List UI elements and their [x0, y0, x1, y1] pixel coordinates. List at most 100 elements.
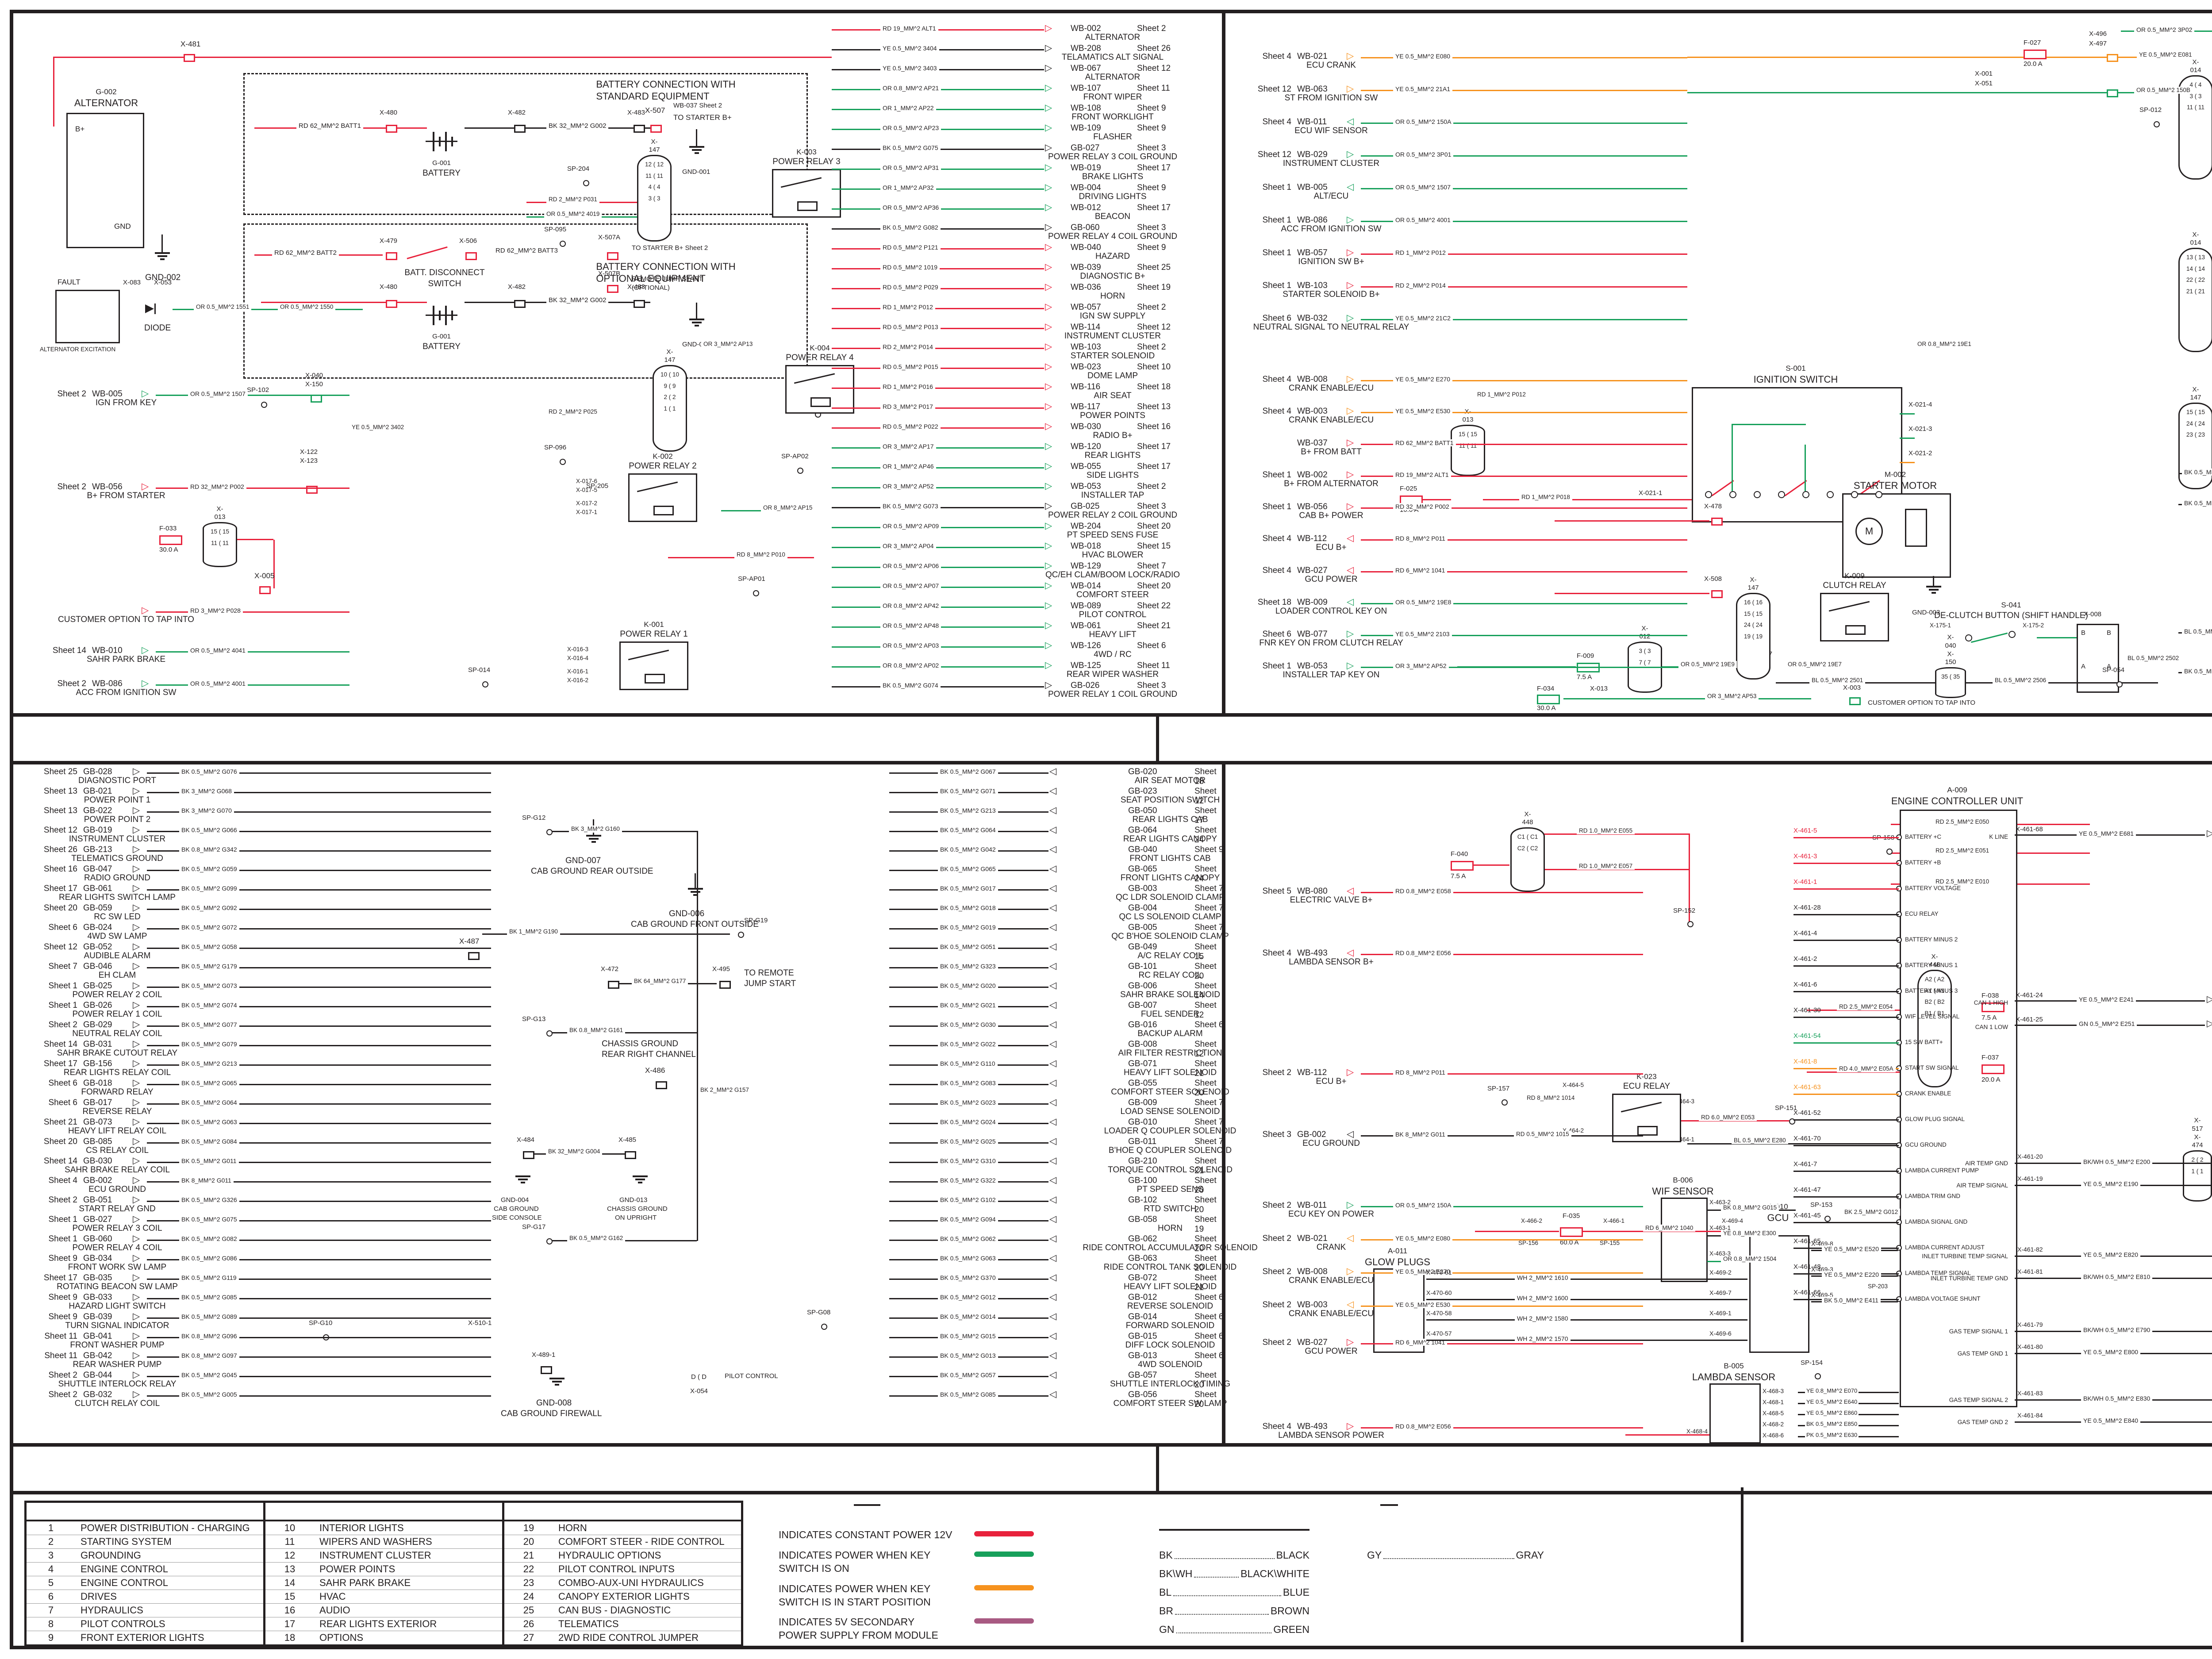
offpage-port: BK 0.5_MM^2 G024 GB-010 Sheet 7 LOADER Q… — [889, 1117, 1236, 1136]
sheet-description: PILOT CONTROLS — [81, 1618, 165, 1629]
sheet-number: 21 — [523, 1550, 534, 1561]
text-label — [1687, 92, 2165, 93]
sheet-table-row: 5 ENGINE CONTROL — [27, 1576, 263, 1590]
text-label: GND-008 — [536, 1398, 572, 1408]
port-id: GB-044 — [83, 1371, 112, 1380]
port-description: HAZARD LIGHT SWITCH — [69, 1302, 166, 1311]
sheet-description: HVAC — [319, 1591, 346, 1602]
port-description: ALTERNATOR — [1085, 73, 1141, 82]
port-id: WB-493 — [1297, 1422, 1328, 1431]
port-id: GB-029 — [83, 1020, 112, 1029]
offpage-port: Sheet 20 GB-059 BK 0.5_MM^2 G092 RC SW L… — [31, 902, 491, 922]
text-label: RD 2.5_MM^2 E010 — [1933, 878, 1992, 886]
sheet-number: 17 — [284, 1618, 296, 1629]
wire-label: BK 0.5_MM^2 G021 — [938, 1002, 998, 1009]
port-description: REAR LIGHTS CAB — [1132, 815, 1208, 824]
wire-label: RD 0.8_MM^2 E056 — [1393, 1423, 1453, 1430]
port-id: WB-103 — [1297, 281, 1328, 290]
port-description: BRAKE LIGHTS — [1082, 172, 1144, 181]
port-description: IGN SW SUPPLY — [1079, 311, 1146, 321]
port-sheet: Sheet 3 — [1137, 681, 1166, 690]
offpage-arrow-icon — [1049, 1311, 1056, 1322]
port-description: CAN 1 LOW — [2205, 1028, 2212, 1038]
gcu-pins: X-469-8 YE 0.5_MM^2 E520 X-469-3 YE 0.5_… — [1811, 1240, 1904, 1319]
wire-label: YE 0.5_MM^2 E270 — [1393, 376, 1453, 383]
sheet-description: TELEMATICS — [558, 1618, 619, 1629]
text-label — [1815, 1373, 1821, 1379]
text-label: X-480 — [380, 109, 398, 116]
offpage-arrow-icon — [133, 883, 140, 894]
text-label: RD 8_MM^2 1014 — [1525, 1094, 1577, 1102]
text-label — [1933, 576, 1934, 587]
offpage-port: Sheet 9 GB-039 BK 0.5_MM^2 G089 TURN SIG… — [31, 1311, 491, 1331]
port-id: GB-024 — [83, 923, 112, 932]
sheet-number: 1 — [48, 1522, 54, 1533]
port-id: WB-053 — [1071, 482, 1101, 491]
offpage-arrow-icon — [133, 1058, 140, 1069]
port-id: GB-025 — [1071, 502, 1100, 511]
connector-fragment: X-448 A2 ( A2 A1 ( A1 B2 ( B2 B1 ( B1 — [1917, 953, 1952, 1087]
text-label: RD 2_MM^2 P025 — [546, 408, 599, 416]
text-label — [560, 241, 566, 247]
wire — [147, 792, 491, 793]
wire-label: BK 0.5_MM^2 G057 — [938, 1371, 998, 1379]
text-label: GND-001 — [682, 168, 710, 176]
port-id: WB-011 — [1297, 1201, 1327, 1210]
legend-text: INDICATES POWER WHEN KEY SWITCH IS ON — [779, 1549, 931, 1574]
text-label — [625, 1151, 636, 1159]
port-sheet: Sheet 2 — [1262, 1201, 1292, 1210]
wire — [1361, 188, 1687, 189]
port-sheet: Sheet 6 — [1194, 1332, 1224, 1341]
text-label — [514, 300, 526, 308]
pin-id-2: X-469-7 — [1709, 1289, 1732, 1296]
port-sheet: Sheet 4 — [1262, 52, 1292, 61]
offpage-port: Sheet 12 GB-052 BK 0.5_MM^2 G058 AUDIBLE… — [31, 941, 491, 961]
text-label: SP-G10 — [309, 1319, 333, 1327]
offpage-arrow-icon — [1049, 1272, 1056, 1283]
offpage-port: Sheet 16 GB-047 BK 0.5_MM^2 G059 RADIO G… — [31, 864, 491, 883]
text-label — [607, 252, 618, 260]
port-id: WB-040 — [1071, 243, 1101, 252]
text-label: X-123 — [300, 457, 318, 465]
text-label: BL 0.5_MM^2 2506 — [1993, 677, 2049, 684]
port-description: CAB B+ POWER — [1299, 511, 1363, 520]
wire — [1361, 507, 1687, 509]
offpage-arrow-icon — [1045, 361, 1052, 372]
offpage-arrow-icon — [142, 605, 149, 616]
text-label: SP-153 — [1810, 1201, 1833, 1209]
sheet-number: 26 — [523, 1618, 534, 1629]
battery-symbol — [425, 303, 458, 328]
offpage-port: BK 0.5_MM^2 G015 GB-015 Sheet 6 DIFF LOC… — [889, 1331, 1224, 1350]
port-sheet: Sheet 2 — [1137, 342, 1166, 352]
wire-label: BK 0.5_MM^2 G065 — [938, 865, 998, 872]
port-description: POWER RELAY 1 COIL GROUND — [1048, 690, 1178, 699]
text-label: X-040 — [305, 372, 323, 379]
wire-label: BK 0.5_MM^2 G024 — [938, 1118, 998, 1125]
connector-fragment: X-147 12 ( 12 11 ( 11 4 ( 4 3 ( 3 — [637, 138, 672, 242]
port-id: GB-060 — [83, 1234, 112, 1244]
offpage-arrow-icon — [1049, 980, 1056, 991]
text-label: YE 0.5_MM^2 E081 — [2137, 51, 2194, 59]
text-label — [386, 125, 397, 133]
port-sheet: Sheet 12 — [1137, 323, 1171, 332]
pin-name: CRANK ENABLE — [1905, 1090, 1951, 1097]
port-id: WB-204 — [1071, 522, 1101, 531]
port-sheet: Sheet 20 — [1194, 962, 1217, 981]
offpage-port: Sheet 12 GB-019 BK 0.5_MM^2 G066 INSTRUM… — [31, 825, 491, 844]
wire-label: OR 0.5_MM^2 AP48 — [880, 622, 941, 629]
text-label: SP-G08 — [807, 1309, 831, 1316]
port-id: GB-020 — [1128, 767, 1157, 776]
text-label — [515, 1175, 530, 1183]
wire-label: BK 0.5_MM^2 G086 — [179, 1255, 239, 1262]
port-sheet: Sheet 1 — [48, 1215, 78, 1224]
ecu-sensor-row: AIR TEMP SIGNAL X-461-19 YE 0.5_MM^2 E19… — [1956, 1175, 2212, 1200]
wire-label: BK 0.5_MM^2 G110 — [938, 1060, 998, 1067]
port-id: WB-002 — [1297, 470, 1328, 480]
port-sheet: Sheet 20 — [1194, 1195, 1217, 1214]
port-sheet: Sheet 25 — [43, 767, 77, 776]
text-label: JUMP START — [744, 979, 796, 988]
offpage-arrow-icon — [2207, 1018, 2212, 1029]
offpage-arrow-icon — [133, 1252, 140, 1263]
